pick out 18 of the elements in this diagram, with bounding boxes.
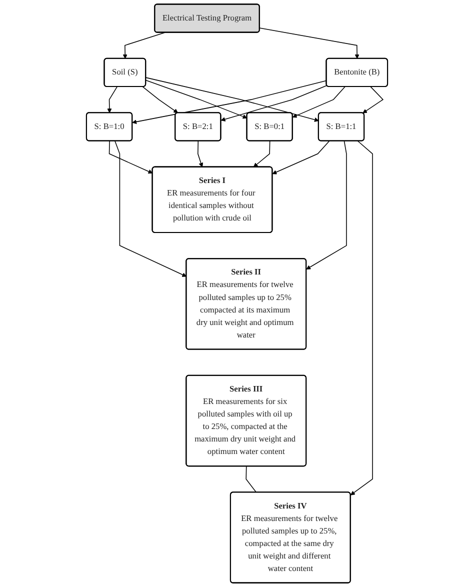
arrow [132, 80, 327, 124]
arrow [114, 140, 187, 277]
connector [246, 466, 257, 493]
arrow [253, 140, 270, 168]
arrow [198, 140, 204, 168]
arrow [220, 85, 328, 122]
arrow [259, 28, 360, 59]
arrow [145, 77, 319, 122]
arrow [108, 140, 153, 174]
arrow [122, 32, 166, 59]
arrow [142, 86, 178, 114]
arrow [362, 86, 384, 114]
arrow [292, 86, 346, 118]
arrow [306, 140, 347, 270]
arrow [272, 140, 330, 174]
arrow [350, 140, 373, 496]
arrow [107, 86, 118, 114]
arrow [145, 80, 248, 119]
